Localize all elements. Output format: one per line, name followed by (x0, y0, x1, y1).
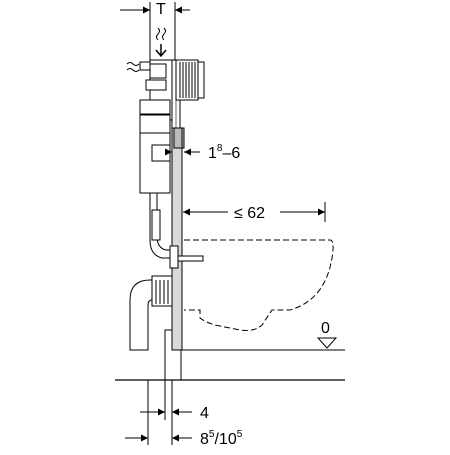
level-marker: 0 (316, 320, 338, 349)
bottom-dim-2-a: 8 (200, 431, 209, 448)
reach-dimension: ≤ 62 (183, 202, 326, 222)
reach-dim-label: ≤ 62 (234, 205, 265, 222)
svg-text:18–6: 18–6 (208, 143, 240, 162)
cladding-dim-main: 1 (208, 145, 217, 162)
floor-level-label: 0 (321, 320, 330, 337)
bottom-dim-1-label: 4 (200, 405, 209, 422)
wall-cladding (171, 127, 185, 351)
floor-line (115, 349, 345, 381)
bottom-dim-2-sep: /10 (214, 431, 236, 448)
wc-bowl (184, 239, 334, 331)
cladding-dimension: 18–6 (165, 128, 240, 168)
drain-pipe (129, 275, 173, 351)
flush-plate (175, 59, 205, 101)
bottom-dim-2-b-sup: 5 (237, 429, 243, 440)
cladding-dim-sup: 8 (217, 143, 223, 154)
fixing-bolt (169, 245, 204, 269)
top-dimension: T (120, 1, 190, 60)
water-inlet-icon (126, 27, 167, 72)
top-dim-label: T (156, 1, 166, 18)
bottom-dim-2-a-sup: 5 (209, 429, 215, 440)
bottom-dimensions: 4 85/105 (125, 380, 243, 448)
cladding-dim-tail: –6 (222, 145, 240, 162)
svg-text:85/105: 85/105 (200, 429, 243, 448)
